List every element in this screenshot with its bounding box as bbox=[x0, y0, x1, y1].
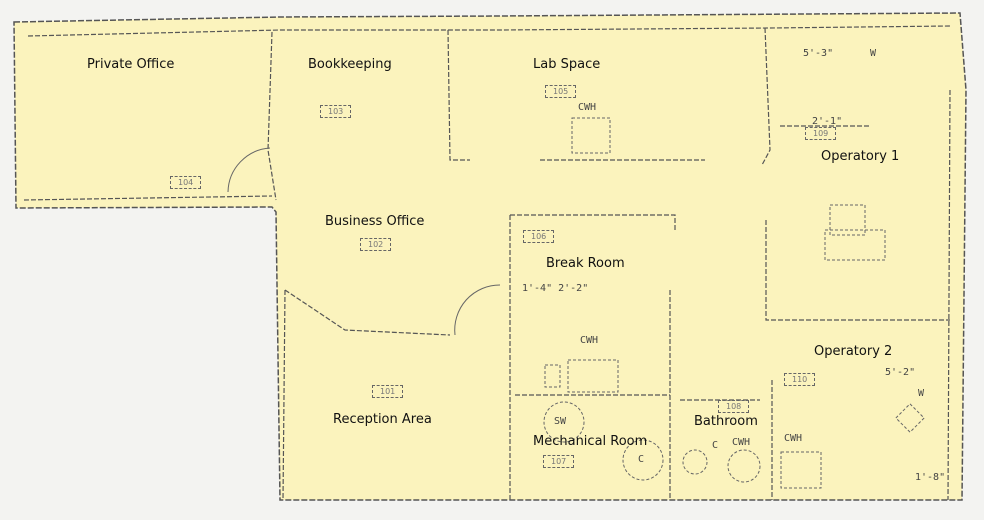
op1-dimension-a: 5'-3" bbox=[803, 48, 834, 59]
room-number-107: 107 bbox=[543, 455, 575, 468]
room-number-110: 110 bbox=[784, 373, 816, 386]
op1-dimension-b: 2'-1" bbox=[812, 116, 843, 127]
bath-sink-icon bbox=[727, 449, 761, 483]
break-sink-icon bbox=[567, 359, 619, 393]
break-dimension: 1'-4" 2'-2" bbox=[522, 283, 589, 294]
bath-sink-label: CWH bbox=[732, 437, 751, 448]
lab-sink-icon bbox=[571, 117, 611, 154]
fixtures bbox=[543, 117, 925, 489]
room-label-mechanical-room: Mechanical Room bbox=[533, 434, 648, 449]
room-label-break-room: Break Room bbox=[546, 256, 625, 271]
room-label-business-office: Business Office bbox=[325, 214, 425, 229]
op1-w-label: W bbox=[870, 48, 877, 59]
water-softener-label: SW bbox=[554, 416, 567, 427]
op2-w-label: W bbox=[918, 388, 925, 399]
doors bbox=[227, 147, 501, 336]
lab-sink-label: CWH bbox=[578, 102, 597, 113]
break-sink-label: CWH bbox=[580, 335, 599, 346]
room-number-102: 102 bbox=[360, 238, 392, 251]
room-label-operatory-1: Operatory 1 bbox=[821, 149, 900, 164]
room-number-104: 104 bbox=[170, 176, 202, 189]
room-label-lab-space: Lab Space bbox=[533, 57, 601, 72]
toilet-icon bbox=[682, 449, 708, 475]
room-number-101: 101 bbox=[372, 385, 404, 398]
dental-chair-icon bbox=[829, 204, 866, 236]
room-label-bathroom: Bathroom bbox=[694, 414, 758, 429]
room-number-108: 108 bbox=[718, 400, 750, 413]
water-softener-icon bbox=[543, 401, 585, 443]
dental-chair-base-icon bbox=[824, 229, 886, 261]
room-number-105: 105 bbox=[545, 85, 577, 98]
compressor-label: C bbox=[638, 454, 645, 465]
room-label-private-office: Private Office bbox=[87, 57, 175, 72]
room-label-reception-area: Reception Area bbox=[333, 412, 432, 427]
room-label-bookkeeping: Bookkeeping bbox=[308, 57, 392, 72]
door-swing bbox=[454, 284, 501, 336]
room-number-109: 109 bbox=[805, 127, 837, 140]
op2-sink-label: CWH bbox=[784, 433, 803, 444]
room-number-106: 106 bbox=[523, 230, 555, 243]
door-swing bbox=[227, 147, 271, 193]
floor-area bbox=[13, 12, 967, 501]
bath-c-label: C bbox=[712, 440, 719, 451]
room-label-operatory-2: Operatory 2 bbox=[814, 344, 893, 359]
dishwasher-icon bbox=[544, 364, 561, 388]
compressor-icon bbox=[622, 439, 664, 481]
op2-cabinet-icon bbox=[895, 403, 925, 433]
op2-dimension-b: 1'-8" bbox=[915, 472, 946, 483]
room-number-103: 103 bbox=[320, 105, 352, 118]
op2-sink-icon bbox=[780, 451, 822, 489]
op2-dimension-a: 5'-2" bbox=[885, 367, 916, 378]
